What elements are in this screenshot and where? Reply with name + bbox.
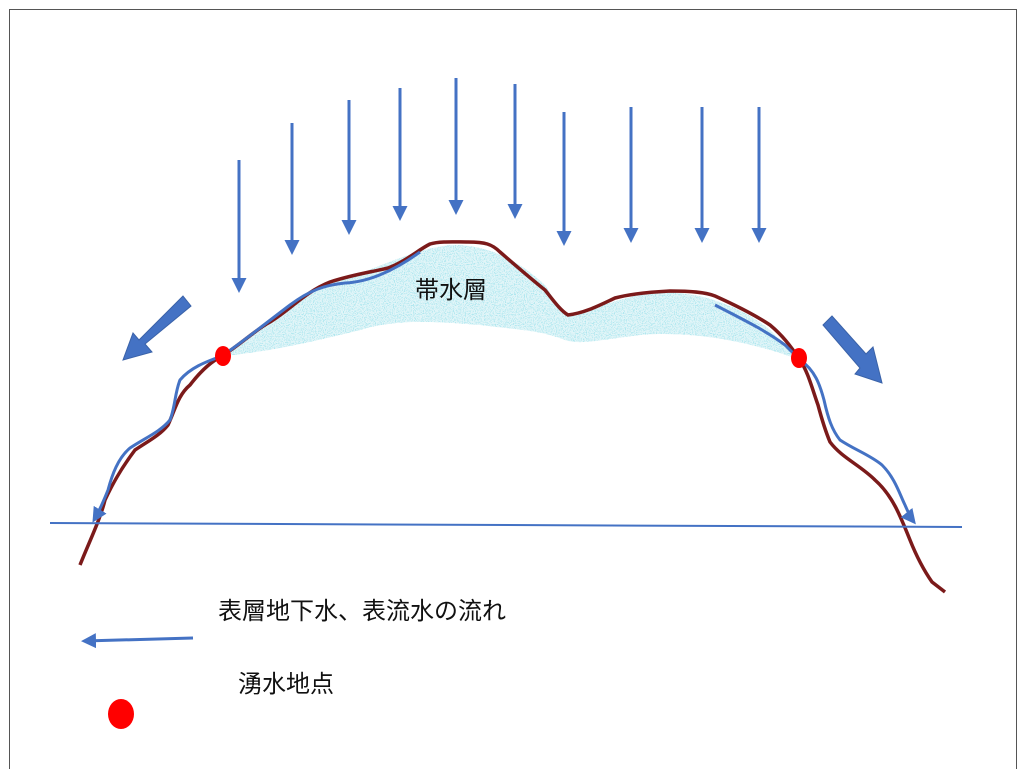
aquifer-label: 帯水層 [415, 276, 487, 304]
legend-spring-marker [108, 699, 134, 729]
legend-spring-label: 湧水地点 [238, 670, 334, 698]
spring-point-left [215, 346, 231, 366]
spring-point-right [791, 348, 807, 368]
legend-flow-label: 表層地下水、表流水の流れ [218, 597, 506, 625]
flow-line-upper-left [221, 250, 421, 358]
flow-line-right-descent [799, 358, 916, 525]
surface-flow-lines [92, 250, 916, 525]
runoff-arrow-right [822, 315, 883, 384]
flow-line-left-descent [92, 354, 223, 523]
legend-flow-arrow [81, 633, 194, 649]
ground-surface-line [78, 240, 947, 594]
runoff-arrow-left [122, 295, 192, 361]
infiltration-arrows [231, 78, 767, 293]
figure-frame [9, 9, 1017, 769]
legend: 表層地下水、表流水の流れ 湧水地点 [81, 597, 506, 729]
water-level-line [49, 522, 963, 528]
